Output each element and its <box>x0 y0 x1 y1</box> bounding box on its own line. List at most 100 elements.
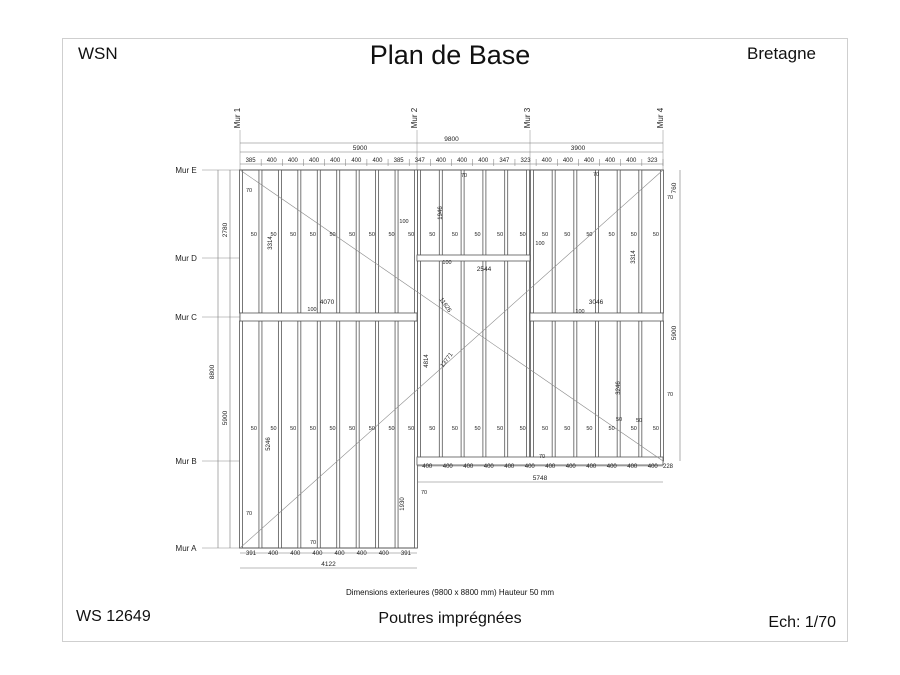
joist <box>616 169 621 314</box>
joist <box>551 169 556 314</box>
dim-vertical: 3314 <box>631 250 637 264</box>
dim-right-lower: 5900 <box>671 325 678 340</box>
joist <box>277 320 282 549</box>
joist <box>573 169 578 314</box>
dim-top-spacing: 400 <box>372 158 383 164</box>
dim-top-spacing: 400 <box>309 158 320 164</box>
joist <box>573 320 578 462</box>
offset-label-100: 100 <box>535 241 544 247</box>
diagonal-line <box>239 169 664 549</box>
joist <box>660 320 664 462</box>
wall-label-horizontal: Mur D <box>175 254 197 263</box>
joist-spacing-label: 50 <box>631 426 637 432</box>
dim-bottom-spacing: 400 <box>312 551 323 557</box>
wall-label-vertical: Mur 2 <box>410 107 419 128</box>
joist <box>355 320 360 549</box>
dim-mur-b-spacing: 400 <box>484 464 495 470</box>
joist-spacing-label: 50 <box>616 417 622 423</box>
joist-spacing-label: 50 <box>520 426 526 432</box>
cross-beam-mur-c <box>239 312 418 322</box>
company-name: WSN <box>78 44 118 63</box>
dim-bottom-total: 4122 <box>321 561 336 568</box>
dim-total-width: 9800 <box>444 136 459 143</box>
dim-top-spacing: 400 <box>478 158 489 164</box>
wall-label-vertical: Mur 3 <box>523 107 532 128</box>
dim-mur-b-spacing: 400 <box>566 464 577 470</box>
joist <box>336 320 341 549</box>
joist <box>277 169 282 314</box>
region-name: Bretagne <box>747 44 816 63</box>
dim-top-spacing: 400 <box>330 158 341 164</box>
page-title: Plan de Base <box>369 40 531 70</box>
joist-spacing-label: 50 <box>564 232 570 238</box>
offset-label-70: 70 <box>421 490 427 496</box>
joist <box>297 169 302 314</box>
joist-spacing-label: 50 <box>542 426 548 432</box>
dim-mur-b-spacing: 400 <box>422 464 433 470</box>
offset-label-70: 70 <box>246 511 252 517</box>
joist <box>482 169 487 462</box>
wall-label-horizontal: Mur C <box>175 313 197 322</box>
offset-label-70: 70 <box>246 188 252 194</box>
joist-spacing-label: 50 <box>474 232 480 238</box>
dim-vertical: 3314 <box>268 236 274 250</box>
joist <box>375 320 380 549</box>
dim-mur-b-end: 228 <box>663 464 674 470</box>
joist <box>526 169 530 462</box>
dim-mur-b-spacing: 400 <box>607 464 618 470</box>
joist-spacing-label: 50 <box>329 426 335 432</box>
joist-spacing-label: 50 <box>636 418 642 424</box>
joist <box>258 169 263 314</box>
dim-bottom-spacing: 400 <box>268 551 279 557</box>
joist <box>595 169 599 314</box>
dim-bottom-spacing: 391 <box>246 551 257 557</box>
dim-horizontal: 4070 <box>320 299 335 306</box>
joist-spacing-label: 50 <box>270 426 276 432</box>
joist-spacing-label: 50 <box>564 426 570 432</box>
dim-top-spacing: 347 <box>415 158 426 164</box>
joist-spacing-label: 50 <box>349 232 355 238</box>
dim-top-spacing: 400 <box>584 158 595 164</box>
dim-top-spacing: 323 <box>521 158 532 164</box>
joist <box>417 169 421 462</box>
joist <box>355 169 360 314</box>
dim-mur-b-spacing: 400 <box>627 464 638 470</box>
joist-spacing-label: 50 <box>408 232 414 238</box>
dim-top-spacing: 400 <box>457 158 468 164</box>
dimensions-caption: Dimensions exterieures (9800 x 8800 mm) … <box>345 588 555 597</box>
joist-spacing-label: 50 <box>408 426 414 432</box>
joist-spacing-label: 50 <box>349 426 355 432</box>
dim-mur-b-spacing: 400 <box>443 464 454 470</box>
dim-vertical: 1930 <box>400 497 406 511</box>
joist <box>239 169 243 314</box>
joist-spacing-label: 50 <box>329 232 335 238</box>
drawing-frame <box>62 38 848 642</box>
offset-label-70: 70 <box>310 540 316 546</box>
offset-label-70: 70 <box>461 173 467 179</box>
dim-mur-b-spacing: 400 <box>504 464 515 470</box>
joist-spacing-label: 50 <box>653 232 659 238</box>
joist-spacing-label: 50 <box>542 232 548 238</box>
dim-bottom-spacing: 400 <box>290 551 301 557</box>
dim-top-spacing: 400 <box>542 158 553 164</box>
dim-left-lower: 5900 <box>222 410 229 425</box>
dim-top-spacing: 385 <box>246 158 257 164</box>
joist <box>394 169 399 314</box>
wall-label-vertical: Mur 4 <box>656 107 665 128</box>
dim-top-spacing: 385 <box>394 158 405 164</box>
offset-label-100: 100 <box>307 307 316 313</box>
dim-left-upper: 2780 <box>222 222 229 237</box>
plan-subtitle: Poutres imprégnées <box>378 610 522 627</box>
dim-top-spacing: 347 <box>499 158 510 164</box>
joist-spacing-label: 50 <box>429 232 435 238</box>
joist-spacing-label: 50 <box>586 232 592 238</box>
joist <box>460 169 465 462</box>
joist-spacing-label: 50 <box>586 426 592 432</box>
joist <box>297 320 302 549</box>
joist-spacing-label: 50 <box>609 232 615 238</box>
wall-label-horizontal: Mur A <box>176 544 198 553</box>
joist <box>530 320 534 462</box>
joist <box>258 320 263 549</box>
dim-segment-left: 5900 <box>353 145 368 152</box>
joist <box>316 169 321 314</box>
